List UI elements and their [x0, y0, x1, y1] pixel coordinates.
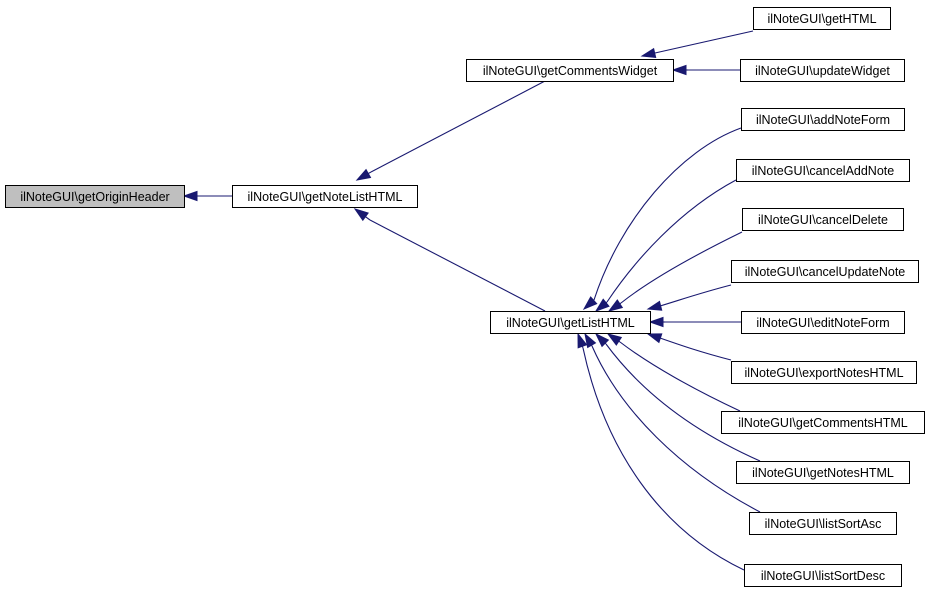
edge-line: [604, 342, 607, 345]
node-label: ilNoteGUI\cancelUpdateNote: [745, 265, 906, 279]
edge-line: [654, 30, 754, 54]
node-box[interactable]: [742, 208, 904, 231]
edge-cancelUpdateNote-to-getListHTML: [646, 284, 732, 311]
node-box[interactable]: [736, 461, 910, 484]
arrowhead-icon: [648, 316, 664, 328]
node-box[interactable]: [741, 311, 905, 334]
arrowhead-icon: [607, 299, 624, 312]
edge-line: [581, 346, 584, 349]
edge-getHTML-to-getCommentsWidget: [640, 30, 754, 59]
edge-line: [620, 231, 743, 304]
node-label: ilNoteGUI\getCommentsWidget: [483, 64, 658, 78]
node-label: ilNoteGUI\listSortAsc: [765, 517, 882, 531]
node-label: ilNoteGUI\getListHTML: [506, 316, 635, 330]
edge-editNoteForm-to-getListHTML: [648, 316, 741, 328]
node-editNoteForm[interactable]: ilNoteGUI\editNoteForm: [741, 311, 905, 334]
edge-line: [605, 301, 608, 304]
arrowhead-icon: [646, 300, 663, 311]
node-box[interactable]: [736, 159, 910, 182]
edge-line: [619, 341, 741, 412]
node-box[interactable]: [466, 59, 674, 82]
node-updateWidget[interactable]: ilNoteGUI\updateWidget: [740, 59, 905, 82]
node-getCommentsHTML[interactable]: ilNoteGUI\getCommentsHTML: [721, 411, 925, 434]
node-box[interactable]: [744, 564, 902, 587]
edge-line: [582, 347, 745, 571]
node-label: ilNoteGUI\editNoteForm: [756, 316, 889, 330]
edge-updateWidget-to-getCommentsWidget: [671, 64, 740, 76]
arrowhead-icon: [355, 168, 372, 181]
edge-line: [618, 340, 621, 343]
edge-cancelDelete-to-getListHTML: [607, 231, 743, 312]
node-addNoteForm[interactable]: ilNoteGUI\addNoteForm: [741, 108, 905, 131]
edge-line: [605, 343, 761, 462]
node-getListHTML[interactable]: ilNoteGUI\getListHTML: [490, 311, 651, 334]
node-box[interactable]: [740, 59, 905, 82]
node-box[interactable]: [731, 361, 917, 384]
node-label: ilNoteGUI\updateWidget: [755, 64, 890, 78]
node-label: ilNoteGUI\getOriginHeader: [20, 190, 169, 204]
arrowhead-icon: [182, 190, 198, 202]
arrowhead-icon: [606, 333, 623, 346]
node-label: ilNoteGUI\getHTML: [767, 12, 876, 26]
node-label: ilNoteGUI\cancelAddNote: [752, 164, 894, 178]
edge-line: [659, 337, 732, 361]
node-box[interactable]: [490, 311, 651, 334]
node-cancelUpdateNote[interactable]: ilNoteGUI\cancelUpdateNote: [731, 260, 919, 283]
node-box[interactable]: [5, 185, 185, 208]
node-label: ilNoteGUI\cancelDelete: [758, 213, 888, 227]
node-box[interactable]: [721, 411, 925, 434]
node-cancelDelete[interactable]: ilNoteGUI\cancelDelete: [742, 208, 904, 231]
node-label: ilNoteGUI\getCommentsHTML: [738, 416, 908, 430]
edge-line: [591, 345, 761, 513]
edge-getListHTML-to-getNoteListHTML: [353, 208, 546, 312]
node-getNotesHTML[interactable]: ilNoteGUI\getNotesHTML: [736, 461, 910, 484]
edge-exportNotesHTML-to-getListHTML: [646, 333, 732, 361]
edge-line: [619, 302, 622, 305]
node-box[interactable]: [731, 260, 919, 283]
node-exportNotesHTML[interactable]: ilNoteGUI\exportNotesHTML: [731, 361, 917, 384]
arrowhead-icon: [353, 208, 369, 222]
edge-listSortAsc-to-getListHTML: [584, 332, 761, 513]
node-box[interactable]: [749, 512, 897, 535]
arrowhead-icon: [584, 332, 597, 349]
node-label: ilNoteGUI\getNotesHTML: [752, 466, 894, 480]
node-getNoteListHTML[interactable]: ilNoteGUI\getNoteListHTML: [232, 185, 418, 208]
edge-getNotesHTML-to-getListHTML: [594, 332, 761, 462]
edge-line: [368, 171, 372, 175]
edge-getNoteListHTML-to-getOriginHeader: [182, 190, 232, 202]
edge-line: [370, 80, 546, 173]
node-listSortDesc[interactable]: ilNoteGUI\listSortDesc: [744, 564, 902, 587]
node-label: ilNoteGUI\getNoteListHTML: [248, 190, 403, 204]
arrowhead-icon: [594, 298, 610, 312]
edge-listSortDesc-to-getListHTML: [577, 332, 745, 571]
nodes-layer: ilNoteGUI\getOriginHeader ilNoteGUI\getNo…: [5, 7, 925, 587]
edge-line: [593, 127, 742, 301]
node-cancelAddNote[interactable]: ilNoteGUI\cancelAddNote: [736, 159, 910, 182]
node-getOriginHeader[interactable]: ilNoteGUI\getOriginHeader: [5, 185, 185, 208]
arrowhead-icon: [646, 333, 663, 344]
edge-addNoteForm-to-getListHTML: [582, 127, 742, 311]
arrowhead-icon: [671, 64, 687, 76]
node-label: ilNoteGUI\listSortDesc: [761, 569, 885, 583]
edge-line: [369, 219, 546, 312]
edge-line: [606, 179, 737, 303]
node-getHTML[interactable]: ilNoteGUI\getHTML: [753, 7, 891, 30]
edge-getCommentsWidget-to-getNoteListHTML: [355, 80, 546, 181]
node-listSortAsc[interactable]: ilNoteGUI\listSortAsc: [749, 512, 897, 535]
edge-cancelAddNote-to-getListHTML: [594, 179, 737, 312]
node-box[interactable]: [232, 185, 418, 208]
node-getCommentsWidget[interactable]: ilNoteGUI\getCommentsWidget: [466, 59, 674, 82]
edges-layer: [182, 30, 761, 571]
node-label: ilNoteGUI\addNoteForm: [756, 113, 890, 127]
edge-getCommentsHTML-to-getListHTML: [606, 333, 741, 412]
arrowhead-icon: [640, 47, 657, 59]
node-box[interactable]: [741, 108, 905, 131]
edge-line: [365, 216, 371, 221]
edge-line: [659, 284, 732, 307]
node-label: ilNoteGUI\exportNotesHTML: [744, 366, 903, 380]
node-box[interactable]: [753, 7, 891, 30]
